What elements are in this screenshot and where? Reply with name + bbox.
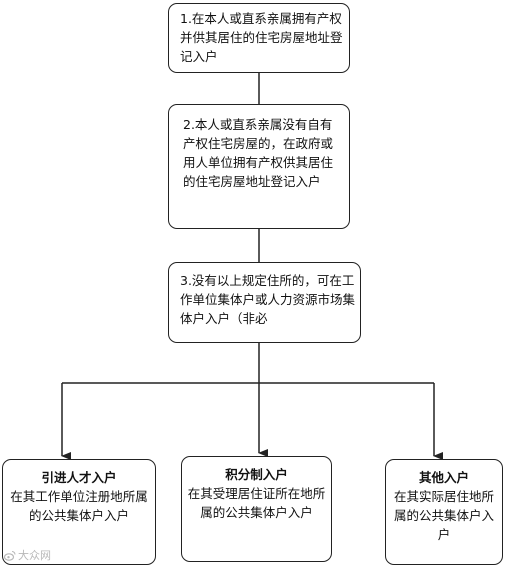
branch-other-box: 其他入户 在其实际居住地所属的公共集体户入户	[385, 459, 503, 565]
branch-points-box: 积分制入户 在其受理居住证所在地所属的公共集体户入户	[181, 456, 332, 562]
step-1-text: 1.在本人或直系亲属拥有产权并供其居住的住宅房屋地址登记入户	[180, 11, 343, 64]
step-2-box: 2.本人或直系亲属没有自有产权住宅房屋的，在政府或用人单位拥有产权供其居住的住宅…	[168, 104, 350, 229]
branch-points-title: 积分制入户	[225, 467, 288, 482]
branch-talent-box: 引进人才入户 在其工作单位注册地所属的公共集体户入户	[2, 459, 156, 565]
step-2-text: 2.本人或直系亲属没有自有产权住宅房屋的，在政府或用人单位拥有产权供其居住的住宅…	[183, 117, 334, 189]
branch-other-title: 其他入户	[418, 470, 469, 485]
branch-talent-title: 引进人才入户	[41, 470, 117, 485]
watermark-text: 大众网	[18, 549, 51, 562]
step-3-text: 3.没有以上规定住所的，可在工作单位集体户或人力资源市场集体户入户（非必	[180, 273, 356, 326]
branch-points-text: 在其受理居住证所在地所属的公共集体户入户	[187, 486, 326, 520]
step-1-box: 1.在本人或直系亲属拥有产权并供其居住的住宅房屋地址登记入户	[168, 3, 350, 73]
watermark: 大众网	[4, 547, 51, 563]
branch-talent-text: 在其工作单位注册地所属的公共集体户入户	[10, 489, 148, 523]
branch-other-text: 在其实际居住地所属的公共集体户入户	[393, 489, 494, 542]
step-3-box: 3.没有以上规定住所的，可在工作单位集体户或人力资源市场集体户入户（非必	[168, 262, 361, 343]
weibo-icon	[4, 550, 16, 561]
